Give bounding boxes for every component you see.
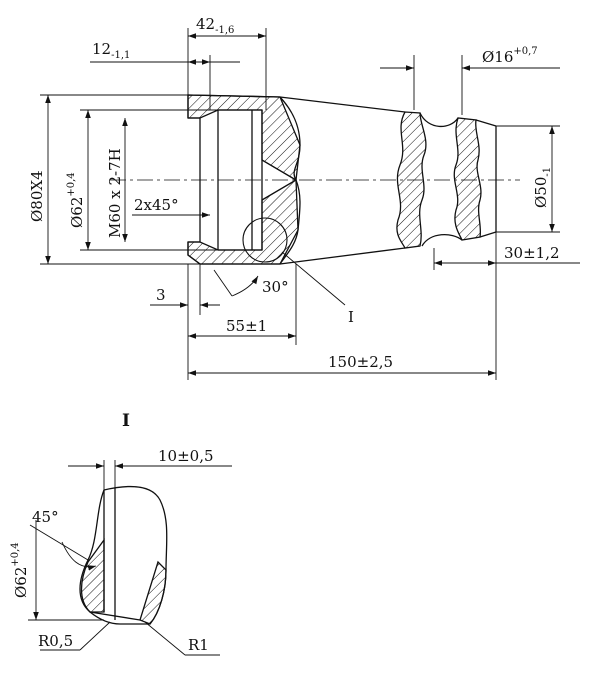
detail-dim-10-label: 10±0,5: [158, 447, 214, 465]
dim-42-label: 42-1,6: [196, 15, 234, 36]
detail-title: I: [122, 411, 130, 431]
main-view: [110, 94, 520, 265]
section-break-line: [279, 96, 301, 265]
taper-top-line: [279, 96, 406, 113]
detail-ref-label: I: [348, 308, 354, 326]
right-top-line: [475, 119, 497, 127]
main-dim-labels: 42-1,6 12-1,1 Ø16+0,7 Ø80X4 Ø62+0,4 M60 …: [28, 15, 560, 371]
chamfer-label: 2x45°: [134, 196, 179, 214]
taper-bottom-line: [279, 247, 406, 265]
bore-cone-bottom: [261, 179, 297, 201]
detail-angle-45-label: 45°: [32, 508, 59, 526]
thread-label: M60 x 2-7H: [106, 148, 124, 238]
detail-r1-label: R1: [188, 636, 209, 654]
dim-50-label: Ø50-1: [532, 167, 553, 208]
outer-contour-left-bottom: [187, 242, 280, 265]
detail-bottom-line: [89, 611, 141, 621]
detail-view: [79, 485, 168, 625]
break-region-left: [396, 111, 427, 249]
main-dimensions: [40, 28, 580, 380]
dim-12-label: 12-1,1: [92, 40, 130, 61]
dim-16-label: Ø16+0,7: [482, 46, 538, 66]
detail-dim-62-label: Ø62+0,4: [10, 542, 30, 598]
hatched-section-top: [187, 94, 301, 182]
dim-80-label: Ø80X4: [28, 170, 46, 222]
right-bottom-line: [479, 231, 497, 238]
detail-hatch-right: [139, 560, 167, 625]
hatched-section-bottom: [187, 178, 299, 265]
angle-30-label: 30°: [262, 278, 289, 296]
dim-3-label: 3: [156, 286, 166, 304]
detail-hatch-left: [80, 538, 105, 613]
detail-dim-labels: 10±0,5 45° Ø62+0,4 R0,5 R1: [10, 447, 214, 654]
bore-cone-top: [261, 159, 297, 181]
dim-30-label: 30±1,2: [504, 244, 560, 262]
dim-55-label: 55±1: [226, 317, 267, 335]
dim-150-label: 150±2,5: [328, 353, 393, 371]
cross-hole-top: [419, 112, 459, 128]
detail-circle: [242, 217, 288, 263]
detail-r05-label: R0,5: [38, 632, 73, 650]
cross-hole-bottom: [421, 234, 463, 247]
dim-62-label: Ø62+0,4: [66, 172, 86, 228]
detail-dimensions: [28, 460, 232, 656]
break-region-right: [453, 117, 482, 241]
